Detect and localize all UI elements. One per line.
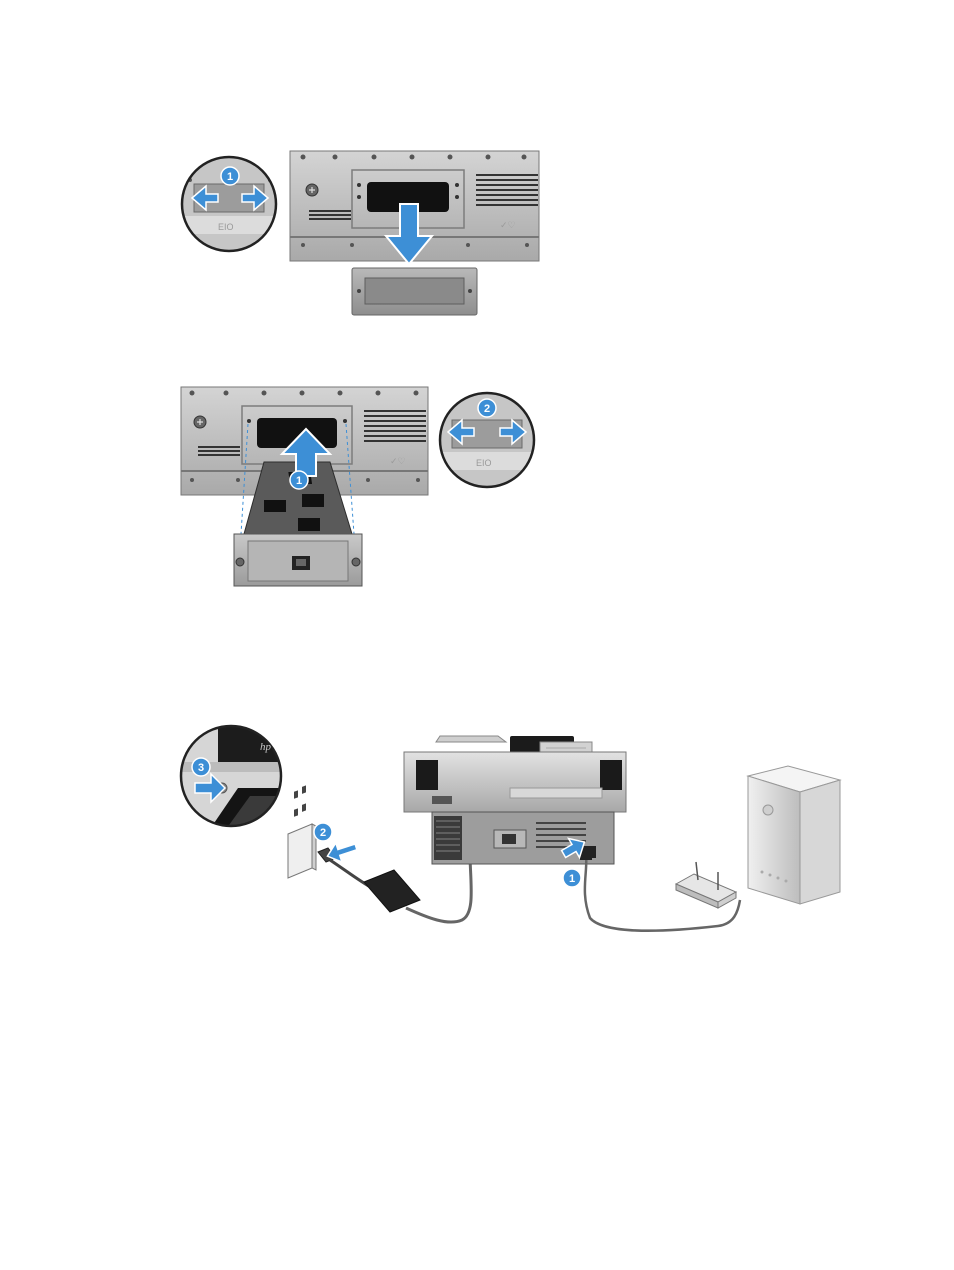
callout-magnifier: EIO 2: [433, 384, 542, 496]
hp-logo-icon: hp: [260, 741, 272, 753]
figure-install-eio-card: ✓♡ 1 EIO 2: [178, 384, 542, 590]
eio-cover-plate: [352, 268, 477, 315]
step-number: 1: [569, 873, 575, 885]
step-number: 1: [296, 475, 302, 487]
wall-outlet: [288, 785, 316, 878]
router: [676, 862, 736, 908]
eio-port-label: EIO: [218, 222, 234, 232]
svg-text:✓♡: ✓♡: [390, 456, 406, 466]
eio-port-label: EIO: [476, 458, 492, 468]
step-number: 1: [227, 171, 233, 183]
step-number: 3: [198, 762, 204, 774]
step-number: 2: [484, 403, 490, 415]
figure-connect-cables: hp 3 2: [178, 722, 842, 938]
callout-power-button: hp 3: [178, 722, 298, 832]
step-number: 2: [320, 827, 326, 839]
callout-magnifier: EIO 1: [178, 148, 288, 260]
scanner-rear: [404, 736, 626, 864]
figure-remove-eio-cover: ✓♡ EIO 1: [178, 148, 542, 320]
computer-tower: [748, 722, 840, 904]
svg-text:✓♡: ✓♡: [500, 220, 516, 230]
